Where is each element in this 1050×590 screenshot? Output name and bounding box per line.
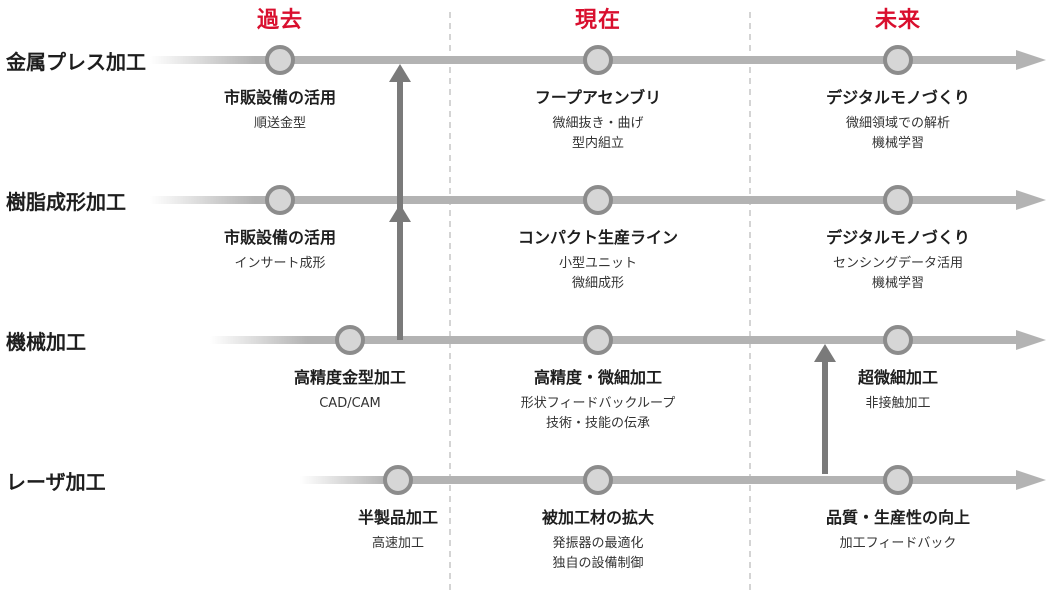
node-title: デジタルモノづくり: [826, 88, 970, 107]
node-detail-line: 形状フィードバックループ: [520, 396, 676, 411]
node-detail-line: 機械学習: [871, 276, 924, 291]
metal-press-timeline-arrowhead: [1016, 50, 1046, 70]
machining-to-resin-arrow-head: [389, 204, 411, 222]
node-detail-line: 加工フィードバック: [839, 536, 957, 551]
resin-molding-node-3-text: デジタルモノづくりセンシングデータ活用機械学習: [783, 228, 1013, 294]
machining-timeline: [210, 336, 1020, 344]
machining-node-3: [883, 325, 913, 355]
node-detail-line: インサート成形: [234, 256, 326, 271]
node-detail-line: センシングデータ活用: [832, 256, 963, 271]
node-title: 被加工材の拡大: [541, 508, 654, 527]
laser-node-1: [383, 465, 413, 495]
node-detail-line: 機械学習: [871, 136, 924, 151]
machining-timeline-arrowhead: [1016, 330, 1046, 350]
node-title: 半製品加工: [357, 508, 438, 527]
node-title: 高精度金型加工: [293, 368, 406, 387]
metal-press-row-label: 金属プレス加工: [6, 50, 146, 74]
resin-molding-row-label: 樹脂成形加工: [6, 190, 126, 214]
machining-node-1-text: 高精度金型加工 CAD/CAM: [235, 368, 465, 414]
metal-press-node-1-text: 市販設備の活用順送金型: [165, 88, 395, 134]
node-detail-line: 微細成形: [571, 276, 624, 291]
node-detail-line: 型内組立: [571, 136, 624, 151]
node-title: デジタルモノづくり: [826, 228, 970, 247]
metal-press-node-1: [265, 45, 295, 75]
node-detail-line: 微細抜き・曲げ: [552, 116, 644, 131]
laser-node-2: [583, 465, 613, 495]
machining-node-2-text: 高精度・微細加工形状フィードバックループ技術・技能の伝承: [483, 368, 713, 434]
laser-node-2-text: 被加工材の拡大発振器の最適化独自の設備制御: [483, 508, 713, 574]
node-title: フープアセンブリ: [534, 88, 662, 107]
node-detail-line: 独自の設備制御: [552, 556, 644, 571]
machining-node-1: [335, 325, 365, 355]
machining-node-3-text: 超微細加工非接触加工: [783, 368, 1013, 414]
node-detail-line: 小型ユニット: [558, 256, 637, 271]
metal-press-node-3-text: デジタルモノづくり微細領域での解析機械学習: [783, 88, 1013, 154]
machining-to-press-arrow-head: [389, 64, 411, 82]
node-title: 超微細加工: [857, 368, 938, 387]
laser-node-3: [883, 465, 913, 495]
era-past-label: 過去: [256, 8, 303, 33]
node-detail-line: 非接触加工: [865, 396, 931, 411]
node-detail-line: 微細領域での解析: [845, 116, 950, 131]
node-detail-line: CAD/CAM: [319, 396, 381, 411]
laser-timeline: [300, 476, 1020, 484]
metal-press-node-2-text: フープアセンブリ微細抜き・曲げ型内組立: [483, 88, 713, 154]
resin-molding-node-2: [583, 185, 613, 215]
era-future-label: 未来: [874, 8, 921, 33]
node-title: 品質・生産性の向上: [825, 508, 970, 527]
node-detail-line: 技術・技能の伝承: [545, 416, 650, 431]
laser-node-1-text: 半製品加工高速加工: [283, 508, 513, 554]
laser-node-3-text: 品質・生産性の向上加工フィードバック: [783, 508, 1013, 554]
era-present-label: 現在: [574, 8, 621, 33]
node-detail-line: 順送金型: [253, 116, 306, 131]
machining-node-2: [583, 325, 613, 355]
node-title: 高精度・微細加工: [533, 368, 662, 387]
metal-press-node-3: [883, 45, 913, 75]
metal-press-node-2: [583, 45, 613, 75]
resin-molding-node-3: [883, 185, 913, 215]
laser-to-machining-arrow-shaft: [822, 358, 828, 474]
resin-molding-node-1-text: 市販設備の活用インサート成形: [165, 228, 395, 274]
resin-molding-node-1: [265, 185, 295, 215]
node-title: 市販設備の活用: [223, 228, 336, 247]
resin-molding-node-2-text: コンパクト生産ライン小型ユニット微細成形: [483, 228, 713, 294]
node-detail-line: 発振器の最適化: [552, 536, 644, 551]
resin-molding-timeline-arrowhead: [1016, 190, 1046, 210]
laser-to-machining-arrow-head: [814, 344, 836, 362]
laser-timeline-arrowhead: [1016, 470, 1046, 490]
laser-row-label: レーザ加工: [6, 470, 106, 494]
machining-row-label: 機械加工: [6, 330, 86, 354]
node-title: コンパクト生産ライン: [517, 228, 678, 247]
node-title: 市販設備の活用: [223, 88, 336, 107]
node-detail-line: 高速加工: [371, 536, 424, 551]
